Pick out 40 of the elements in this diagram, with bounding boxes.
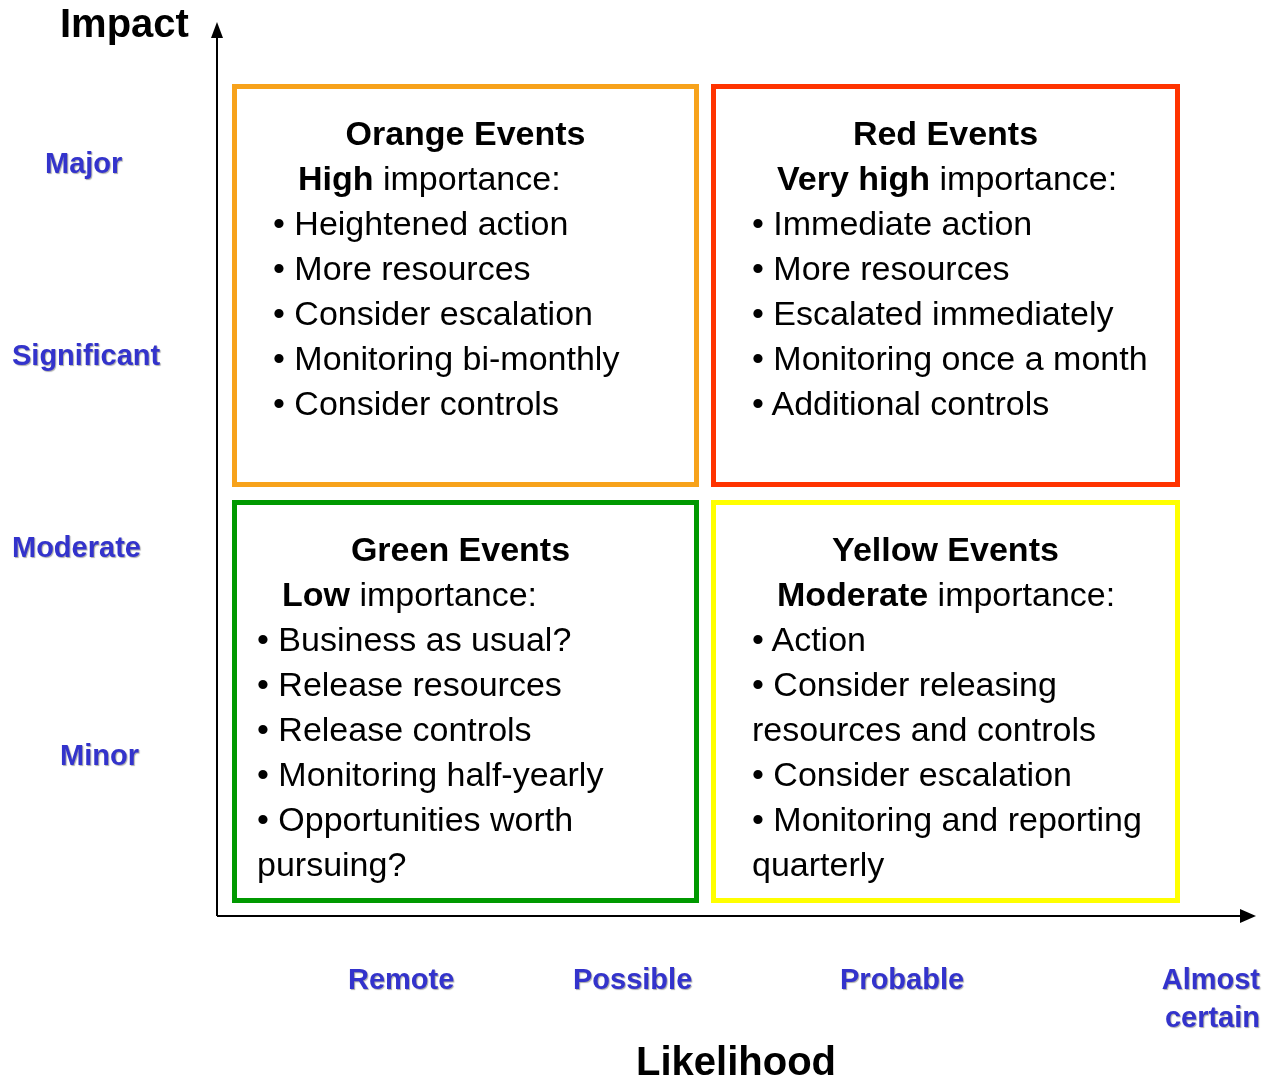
quadrant-heading: Red Events xyxy=(851,113,1040,154)
bullet-item: • Opportunities worth pursuing? xyxy=(256,799,575,885)
quadrant-box xyxy=(711,500,1180,903)
axis-tick-label: Significant xyxy=(12,338,161,373)
axis-tick-label: Almost certain xyxy=(1160,962,1260,1035)
axis-tick-label: Minor xyxy=(60,738,139,773)
bullet-item: • Release resources xyxy=(256,664,563,705)
bullet-item: • Consider escalation xyxy=(751,754,1073,795)
quadrant-heading: Yellow Events xyxy=(831,529,1060,570)
bullet-item: • Business as usual? xyxy=(256,619,573,660)
axis-tick-label: Possible xyxy=(573,962,693,997)
quadrant-heading: Orange Events xyxy=(344,113,587,154)
bullet-item: • More resources xyxy=(272,248,532,289)
axis-tick-label: Moderate xyxy=(12,530,141,565)
bullet-item: • Monitoring once a month xyxy=(751,338,1149,379)
bullet-item: • Consider controls xyxy=(272,383,560,424)
bullet-item: • Immediate action xyxy=(751,203,1034,244)
importance-line: High importance: xyxy=(297,158,562,199)
quadrant-box xyxy=(711,84,1180,487)
bullet-item: • Consider releasing resources and controls xyxy=(751,664,1097,750)
axis-title: Likelihood xyxy=(636,1042,836,1080)
bullet-item: • Additional controls xyxy=(751,383,1051,424)
axis-tick-label: Probable xyxy=(840,962,965,997)
bullet-item: • Monitoring half-yearly xyxy=(256,754,605,795)
axis-tick-label: Major xyxy=(45,146,123,181)
bullet-item: • Action xyxy=(751,619,867,660)
bullet-item: • Monitoring bi-monthly xyxy=(272,338,621,379)
bullet-item: • Heightened action xyxy=(272,203,570,244)
quadrant-box xyxy=(232,500,699,903)
bullet-item: • Escalated immediately xyxy=(751,293,1115,334)
axis-tick-label: Remote xyxy=(348,962,455,997)
bullet-item: • Release controls xyxy=(256,709,533,750)
importance-line: Low importance: xyxy=(281,574,539,615)
importance-line: Very high importance: xyxy=(776,158,1119,199)
quadrant-heading: Green Events xyxy=(349,529,572,570)
bullet-item: • Monitoring and reporting quarterly xyxy=(751,799,1143,885)
bullet-item: • Consider escalation xyxy=(272,293,594,334)
bullet-item: • More resources xyxy=(751,248,1011,289)
importance-line: Moderate importance: xyxy=(776,574,1117,615)
quadrant-box xyxy=(232,84,699,487)
